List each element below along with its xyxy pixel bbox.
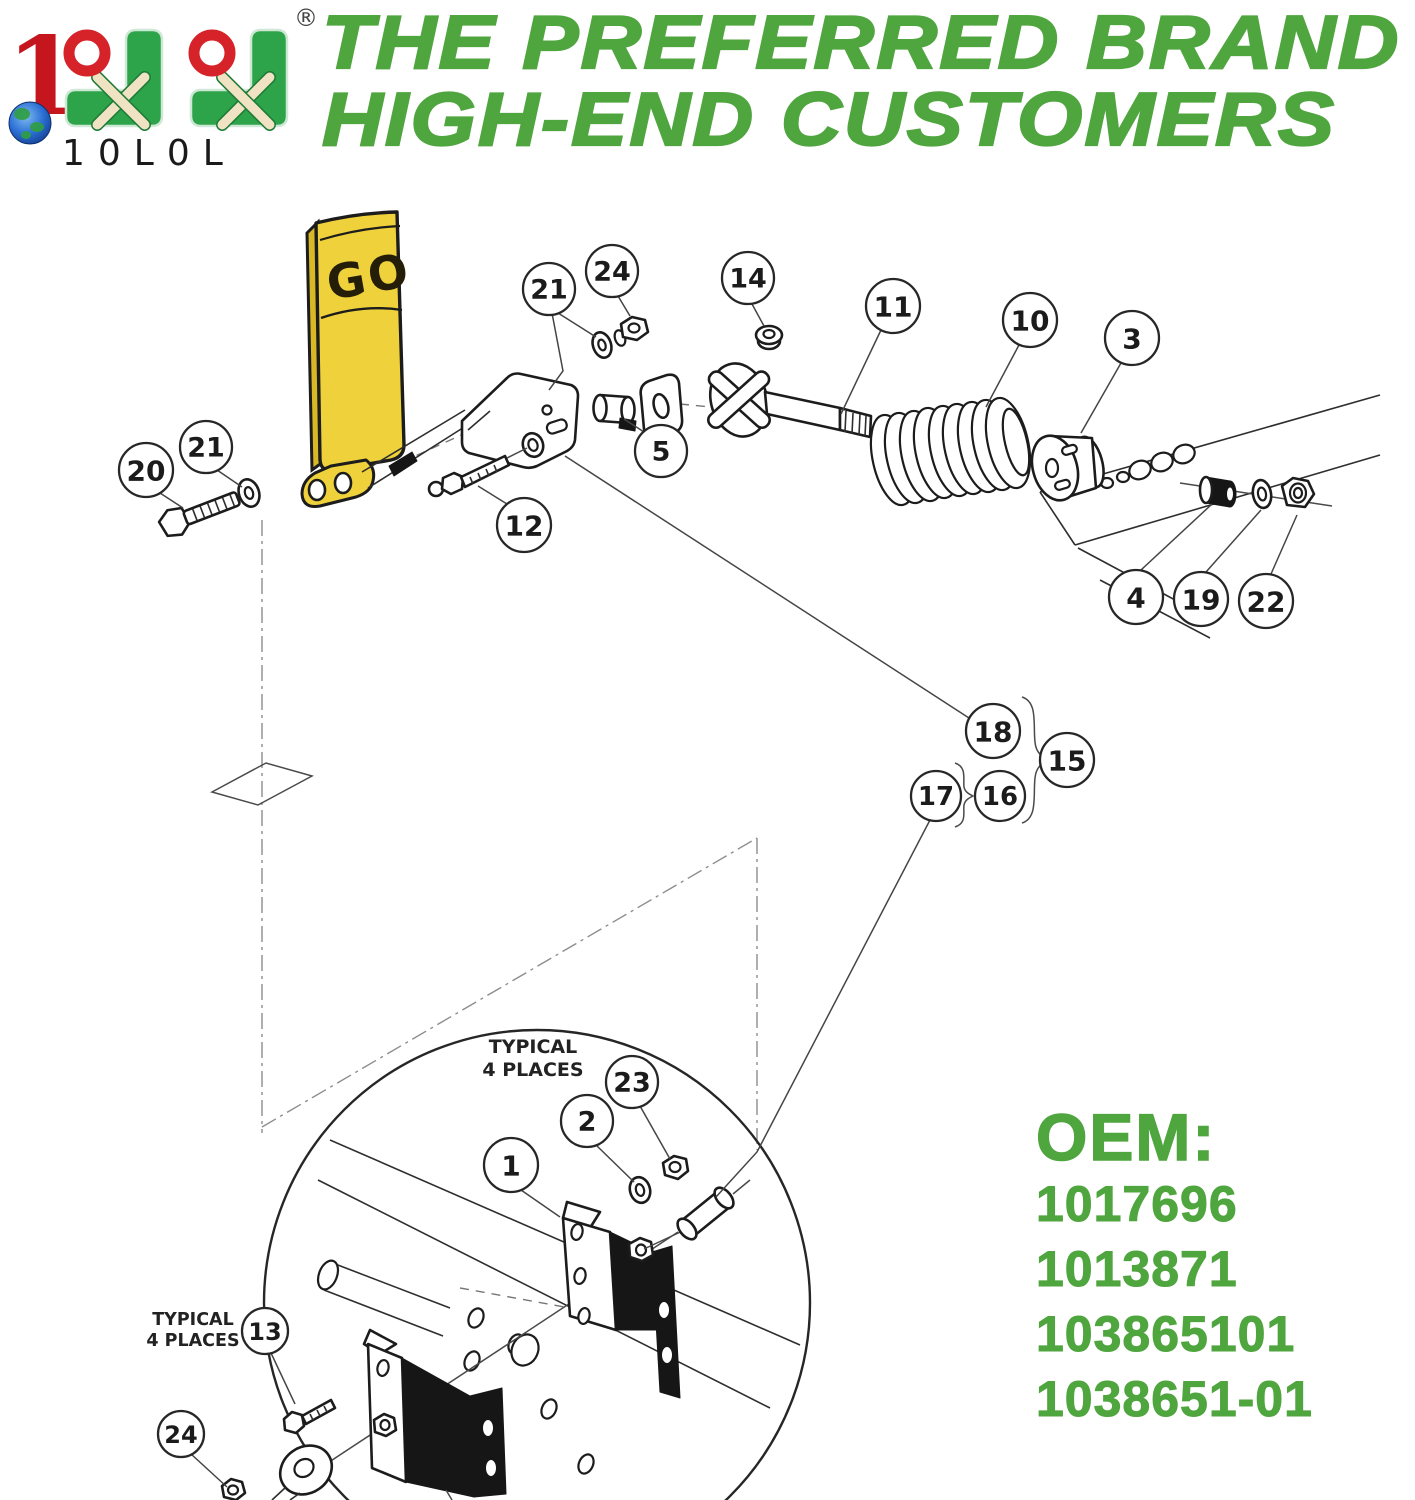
slogan-line-1: THE PREFERRED BRAND FOR	[321, 0, 1415, 84]
bushing-5-part	[592, 393, 637, 432]
washer-2-part	[628, 1175, 652, 1205]
callout-2: 2	[559, 1093, 635, 1183]
callout-22: 22	[1237, 514, 1298, 630]
cap-nut-14-part	[754, 324, 784, 351]
callout-13: 13	[240, 1306, 296, 1405]
logo-graphic: 1 ® 10L0L	[6, 4, 318, 174]
accelerator-rod-part	[639, 362, 873, 439]
nut-24-top-part	[613, 315, 650, 347]
callout-23: 23	[604, 1054, 671, 1160]
callout-5: 5	[623, 418, 689, 479]
go-pedal: GO	[300, 210, 415, 508]
callout-17: 17	[715, 769, 963, 1198]
callout-19: 19	[1172, 509, 1262, 628]
svg-text:22: 22	[1247, 586, 1286, 619]
bolt-13-part	[282, 1398, 337, 1435]
svg-text:18: 18	[974, 716, 1013, 749]
svg-text:5: 5	[652, 437, 671, 468]
mount-bracket-part	[460, 372, 580, 470]
spacer-part	[643, 1179, 751, 1250]
svg-text:2: 2	[578, 1107, 597, 1138]
pedal-rod	[361, 409, 470, 489]
callout-16: 16	[973, 769, 1027, 823]
header-slogan: THE PREFERRED BRAND FOR HIGH-END CUSTOME…	[321, 0, 1415, 161]
svg-text:23: 23	[613, 1068, 651, 1099]
washer-21-top-part	[548, 312, 613, 391]
callout-10: 10	[985, 291, 1059, 408]
svg-text:1: 1	[501, 1150, 520, 1183]
svg-text:12: 12	[505, 510, 544, 543]
brand-logo: 1 ® 10L0L	[6, 2, 318, 174]
callout-15: 15	[1038, 731, 1096, 789]
callout-21: 21	[178, 419, 243, 488]
svg-text:15: 15	[1048, 745, 1087, 778]
svg-text:3: 3	[1122, 323, 1141, 356]
washer-21-left-part	[237, 478, 261, 508]
rod-end-part	[271, 1444, 334, 1500]
bolt-20-part	[157, 491, 241, 538]
callout-11: 11	[840, 277, 922, 415]
callout-12: 12	[477, 485, 553, 554]
typical-note-bottom-line1: TYPICAL	[152, 1310, 233, 1330]
oem-number: 1017696	[1036, 1176, 1238, 1233]
globe-icon	[8, 101, 52, 145]
svg-text:11: 11	[874, 291, 913, 324]
svg-text:24: 24	[593, 257, 631, 288]
svg-text:19: 19	[1182, 584, 1221, 617]
nut-22-part	[1280, 476, 1316, 509]
cup-retainer-3-part	[1030, 434, 1105, 502]
logo-L-block-1	[63, 28, 164, 131]
svg-text:16: 16	[982, 782, 1018, 812]
oem-number: 1013871	[1036, 1241, 1238, 1298]
detail-inset: TYPICAL 4 PLACES	[220, 1028, 812, 1500]
oem-heading: OEM:	[1035, 1100, 1217, 1174]
svg-text:4: 4	[1126, 582, 1145, 615]
chassis-rail	[959, 394, 1381, 639]
callout-18: 18	[564, 455, 1022, 760]
bracket-lower-part	[362, 1328, 507, 1500]
callout-14: 14	[720, 250, 776, 327]
callout-24: 24	[156, 1409, 228, 1488]
svg-text:24: 24	[164, 1421, 197, 1449]
svg-text:21: 21	[187, 433, 225, 464]
bolt-12-part	[427, 447, 528, 498]
spring-10-part	[869, 396, 1032, 507]
svg-text:17: 17	[918, 782, 954, 812]
washer-19-part	[1251, 478, 1273, 510]
svg-text:21: 21	[530, 275, 568, 306]
typical-note-top-line2: 4 PLACES	[482, 1059, 583, 1081]
callout-4: 4	[1107, 503, 1213, 626]
bracket-1-part	[561, 1200, 681, 1399]
oem-block: OEM: 1017696 1013871 103865101 1038651-0…	[1035, 1100, 1313, 1432]
oem-number: 1038651-01	[1036, 1371, 1313, 1428]
brace-16	[954, 762, 975, 828]
typical-note-top-line1: TYPICAL	[489, 1036, 577, 1058]
callout-3: 3	[1080, 309, 1161, 434]
svg-text:13: 13	[248, 1318, 281, 1346]
callout-1: 1	[482, 1136, 561, 1218]
logo-brand-text: 10L0L	[62, 133, 236, 174]
oem-number: 103865101	[1036, 1306, 1296, 1363]
registered-trademark-icon: ®	[294, 4, 318, 32]
callout-21: 21	[521, 261, 597, 338]
callout-20: 20	[117, 441, 184, 509]
slogan-line-2: HIGH-END CUSTOMERS	[321, 77, 1337, 161]
typical-note-bottom-line2: 4 PLACES	[146, 1331, 239, 1351]
svg-text:14: 14	[729, 264, 767, 295]
logo-L-block-2	[188, 28, 289, 131]
bushing-4-part	[1179, 475, 1333, 508]
callout-24: 24	[584, 243, 640, 317]
nut-23-part	[661, 1154, 690, 1181]
nut-24-bottom-part	[220, 1477, 247, 1500]
svg-text:10: 10	[1011, 305, 1050, 338]
svg-text:20: 20	[127, 455, 166, 488]
